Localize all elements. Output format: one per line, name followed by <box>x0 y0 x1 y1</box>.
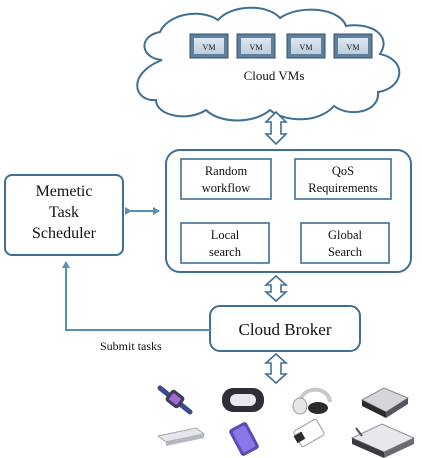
vm-box: VM <box>333 33 373 59</box>
arrow-modules-broker <box>263 274 289 303</box>
cloud-vms: VM VM VM VM Cloud VMs <box>136 6 401 122</box>
cloud-shape <box>136 6 401 122</box>
vm-box: VM <box>286 33 326 59</box>
usb-stick-icon <box>156 427 206 446</box>
global-search-line-1: Global <box>328 228 363 242</box>
scheduler-line-3: Scheduler <box>32 225 97 242</box>
iot-devices <box>156 385 416 458</box>
qos-line-2: Requirements <box>308 181 378 195</box>
vm-label: VM <box>347 43 360 52</box>
router-icon <box>350 423 416 458</box>
local-search-line-1: Local <box>211 228 240 242</box>
vm-box: VM <box>236 33 276 59</box>
vm-label: VM <box>300 43 313 52</box>
smartwatch-icon <box>157 385 193 415</box>
cloud-broker: Cloud Broker <box>209 305 361 352</box>
arrow-broker-devices <box>263 352 289 385</box>
local-search-line-2: search <box>209 245 242 259</box>
module-global-search: Global Search <box>300 222 390 264</box>
arrow-cloud-modules <box>264 110 288 146</box>
memetic-task-scheduler: Memetic Task Scheduler <box>4 174 124 256</box>
headphones-icon <box>292 387 332 415</box>
vm-box: VM <box>189 33 229 59</box>
qos-line-1: QoS <box>332 164 354 178</box>
broker-label: Cloud Broker <box>238 320 331 339</box>
scheduler-line-1: Memetic <box>36 183 93 200</box>
smartphone-icon <box>229 422 259 456</box>
module-random-workflow: Random workflow <box>180 158 272 200</box>
random-workflow-line-2: workflow <box>202 181 251 195</box>
module-local-search: Local search <box>180 222 270 264</box>
vm-label: VM <box>203 43 216 52</box>
smart-card-icon <box>293 418 325 448</box>
submit-tasks-label: Submit tasks <box>100 339 162 353</box>
cloud-title: Cloud VMs <box>244 68 305 83</box>
random-workflow-line-1: Random <box>205 164 248 178</box>
scheduler-line-2: Task <box>49 204 79 221</box>
connector-submit-tasks <box>62 261 210 331</box>
module-qos-requirements: QoS Requirements <box>294 158 392 200</box>
power-adapter-icon <box>360 387 410 418</box>
vr-headset-icon <box>222 388 264 412</box>
vm-label: VM <box>250 43 263 52</box>
global-search-line-2: Search <box>328 245 363 259</box>
